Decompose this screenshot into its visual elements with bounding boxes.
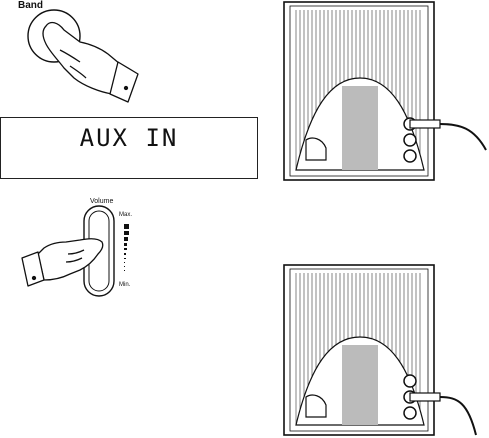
lcd-display: AUX IN — [0, 117, 258, 179]
band-button-hand-illustration — [20, 8, 160, 118]
speaker-rear-view-bottom — [270, 263, 489, 438]
speaker-rear-view-top — [270, 0, 489, 185]
volume-level-bars-icon — [124, 224, 129, 271]
volume-control-hand-illustration — [18, 200, 148, 300]
display-text: AUX IN — [1, 124, 257, 152]
